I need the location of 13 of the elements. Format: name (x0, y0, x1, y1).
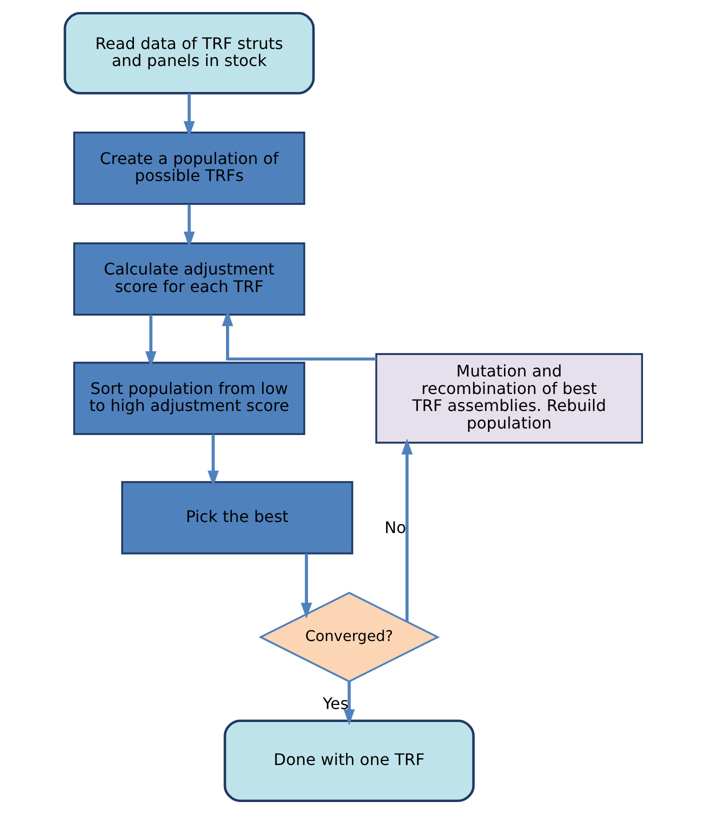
node-box: Pick the best (120, 481, 353, 554)
edge-label: Yes (322, 694, 348, 714)
node-box: Calculate adjustment score for each TRF (72, 242, 305, 316)
node-box: Read data of TRF struts and panels in stock (63, 12, 314, 94)
arrow (343, 682, 354, 726)
node-box: Done with one TRF (223, 720, 474, 802)
arrow (300, 554, 312, 619)
node-diamond: Converged? (258, 592, 440, 682)
edge-label: No (384, 518, 406, 537)
node-box: Create a population of possible TRFs (72, 132, 305, 205)
node-box: Sort population from low to high adjustment score (72, 362, 305, 435)
node-box: Mutation and recombination of best TRF assemblies. Rebuild population (374, 353, 642, 444)
arrow (400, 438, 412, 622)
